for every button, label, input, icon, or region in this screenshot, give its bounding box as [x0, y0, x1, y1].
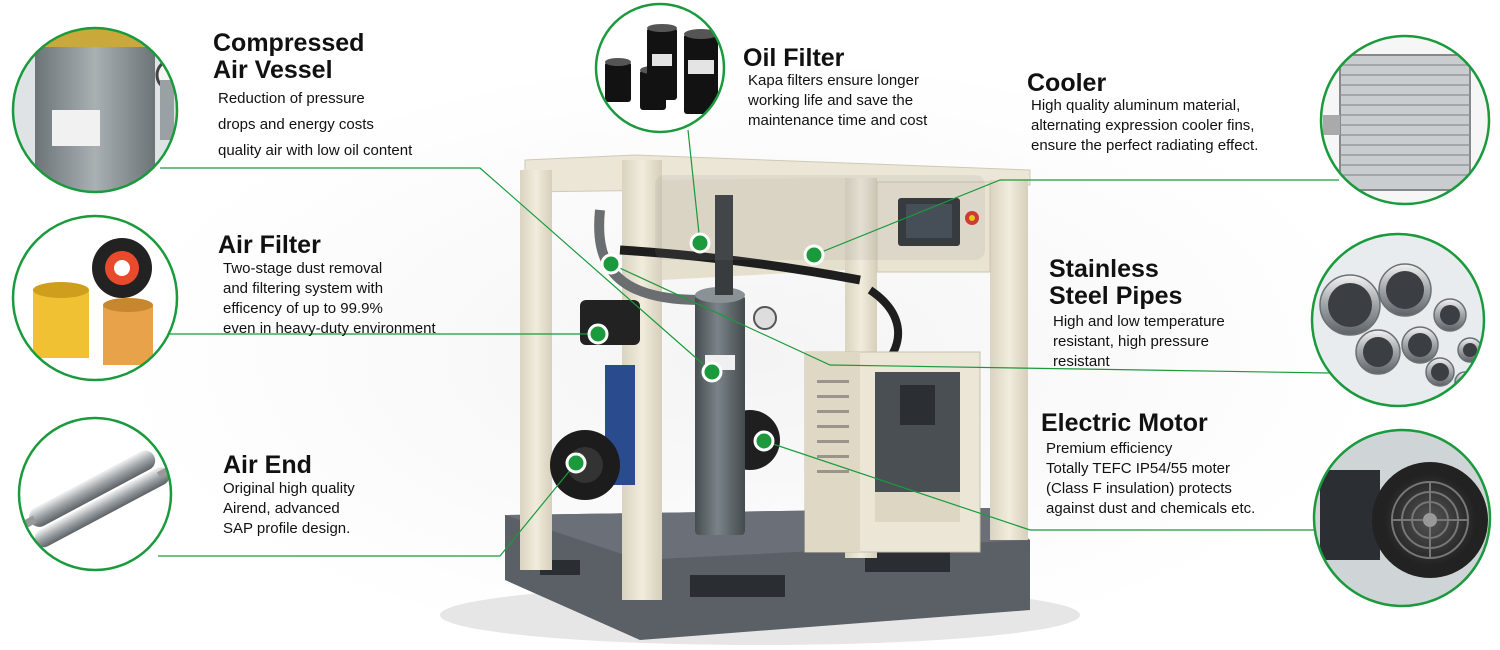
electrical-cabinet: [804, 351, 981, 553]
hose: [619, 245, 861, 285]
callout-dots: [565, 232, 825, 474]
leader-lines: [158, 129, 1339, 557]
callout-title-air-end: Air End: [223, 451, 312, 479]
callout-desc-electric-motor: Premium efficiency Totally TEFC IP54/55 …: [1046, 440, 1256, 517]
screw-rotor-photo: [17, 416, 173, 572]
electric-motor-photo: [1312, 428, 1492, 608]
callout-title-air-vessel: Compressed Air Vessel: [213, 29, 365, 84]
callout-desc-air-vessel: Reduction of pressure drops and energy c…: [218, 90, 413, 159]
callout-title-cooler: Cooler: [1027, 69, 1107, 97]
callout-desc-cooler: High quality aluminum material, alternat…: [1031, 97, 1259, 154]
callout-desc-steel-pipes: High and low temperature resistant, high…: [1053, 313, 1225, 370]
cooler-photo: [1319, 34, 1491, 206]
air-filter-photo: [11, 214, 179, 382]
callout-desc-air-end: Original high quality Airend, advanced S…: [223, 480, 355, 537]
callout-desc-air-filter: Two-stage dust removal and filtering sys…: [223, 260, 436, 337]
callout-desc-oil-filter: Kapa filters ensure longer working life …: [748, 72, 928, 129]
callout-title-oil-filter: Oil Filter: [743, 44, 845, 72]
steel-pipes-photo: [1310, 232, 1486, 408]
oil-separator-tank: [695, 195, 777, 535]
callout-title-electric-motor: Electric Motor: [1041, 409, 1208, 437]
callout-title-air-filter: Air Filter: [218, 231, 321, 259]
callout-title-steel-pipes: Stainless Steel Pipes: [1049, 255, 1183, 310]
air-vessel-photo: [11, 26, 179, 194]
watermark-logo: [655, 175, 985, 260]
oil-filter-photo: [594, 2, 726, 134]
